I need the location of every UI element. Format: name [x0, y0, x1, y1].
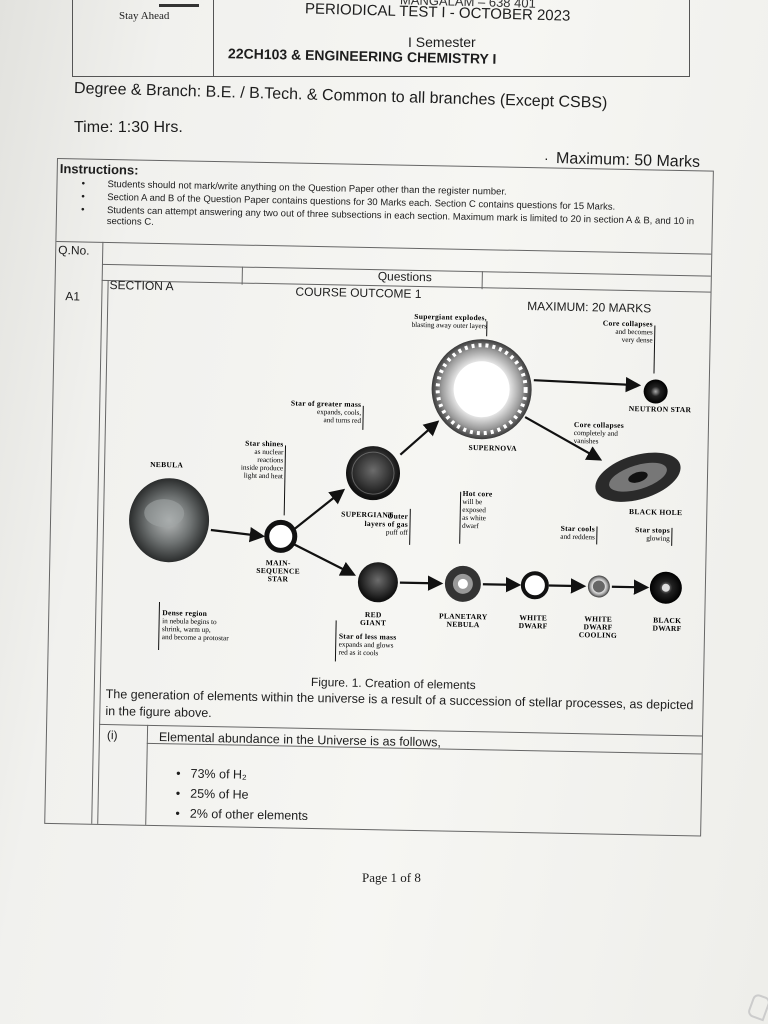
label-neutron-star: NEUTRON STAR — [629, 404, 692, 414]
course-outcome: COURSE OUTCOME 1 — [295, 285, 421, 301]
main-sequence-star — [267, 522, 296, 551]
college-logo — [159, 0, 199, 7]
questions-header: Questions — [378, 269, 432, 284]
instructions-title: Instructions: — [60, 161, 139, 178]
list-item: 73% of H₂ — [176, 763, 309, 786]
label-white-dwarf: DWARF — [519, 621, 548, 631]
label-turns-red: and turns red — [323, 416, 361, 425]
label-nebula: NEBULA — [150, 460, 184, 470]
subquestion-label: (i) — [107, 728, 118, 742]
label-star-stops: Star stops — [635, 525, 670, 535]
list-item: 25% of He — [176, 783, 309, 806]
row-divider — [56, 241, 711, 255]
stray-dot: · — [544, 150, 549, 166]
label-glowing: glowing — [646, 534, 670, 542]
header-divider — [213, 0, 214, 76]
subquestion-text: Elemental abundance in the Universe is a… — [159, 730, 441, 749]
label-dwarf: dwarf — [462, 522, 480, 530]
question-number: A1 — [65, 289, 80, 303]
label-puff-off: puff off — [386, 528, 409, 536]
white-dwarf-image — [523, 573, 547, 597]
neutron-star-image — [643, 379, 667, 403]
label-vanishes: vanishes — [574, 437, 599, 445]
label-nebula-2: NEBULA — [447, 620, 481, 630]
list-item: 2% of other elements — [175, 803, 308, 826]
label-wdc-cooling: COOLING — [579, 630, 618, 640]
corner-watermark-icon — [746, 993, 768, 1022]
label-blasting-outer: blasting away outer layers — [412, 321, 488, 330]
question-table: Instructions: Students should not mark/w… — [44, 158, 714, 836]
label-and-reddens: and reddens — [560, 533, 595, 542]
col-divider — [145, 725, 148, 825]
section-label: SECTION A — [109, 278, 173, 293]
label-layers-of-gas: layers of gas — [364, 519, 408, 529]
abundance-list: 73% of H₂ 25% of He 2% of other elements — [175, 763, 309, 826]
label-black-dwarf: DWARF — [653, 624, 682, 634]
section-max-marks: MAXIMUM: 20 MARKS — [527, 299, 651, 315]
label-red-cools: red as it cools — [338, 648, 378, 657]
col-divider — [97, 280, 108, 824]
red-giant-image — [358, 562, 399, 603]
instructions-list: Students should not mark/write anything … — [81, 178, 702, 240]
degree-branch: Degree & Branch: B.E. / B.Tech. & Common… — [74, 80, 608, 113]
logo-tagline: Stay Ahead — [119, 10, 169, 22]
label-star-shines: Star shines — [245, 439, 284, 449]
stellar-lifecycle-figure: Supergiant explodes, blasting away outer… — [106, 307, 703, 678]
label-supergiant: SUPERGIANT — [341, 510, 393, 520]
label-giant: GIANT — [360, 618, 386, 627]
label-core-collapses-1: Core collapses — [603, 319, 653, 329]
label-star: STAR — [268, 574, 289, 583]
question-paragraph: The generation of elements within the un… — [105, 686, 696, 731]
label-protostar: and become a protostar — [162, 633, 230, 642]
page-number: Page 1 of 8 — [362, 870, 421, 886]
qno-header: Q.No. — [58, 243, 90, 258]
label-black-hole: BLACK HOLE — [629, 507, 682, 517]
lifecycle-diagram: Supergiant explodes, blasting away outer… — [106, 307, 703, 678]
supergiant-image — [345, 446, 400, 501]
exam-time: Time: 1:30 Hrs. — [74, 119, 183, 137]
label-supernova: SUPERNOVA — [468, 443, 517, 453]
label-light-heat: light and heat — [244, 472, 283, 481]
label-very-dense: very dense — [622, 336, 653, 345]
col-divider — [91, 242, 103, 824]
semester: I Semester — [408, 34, 476, 50]
